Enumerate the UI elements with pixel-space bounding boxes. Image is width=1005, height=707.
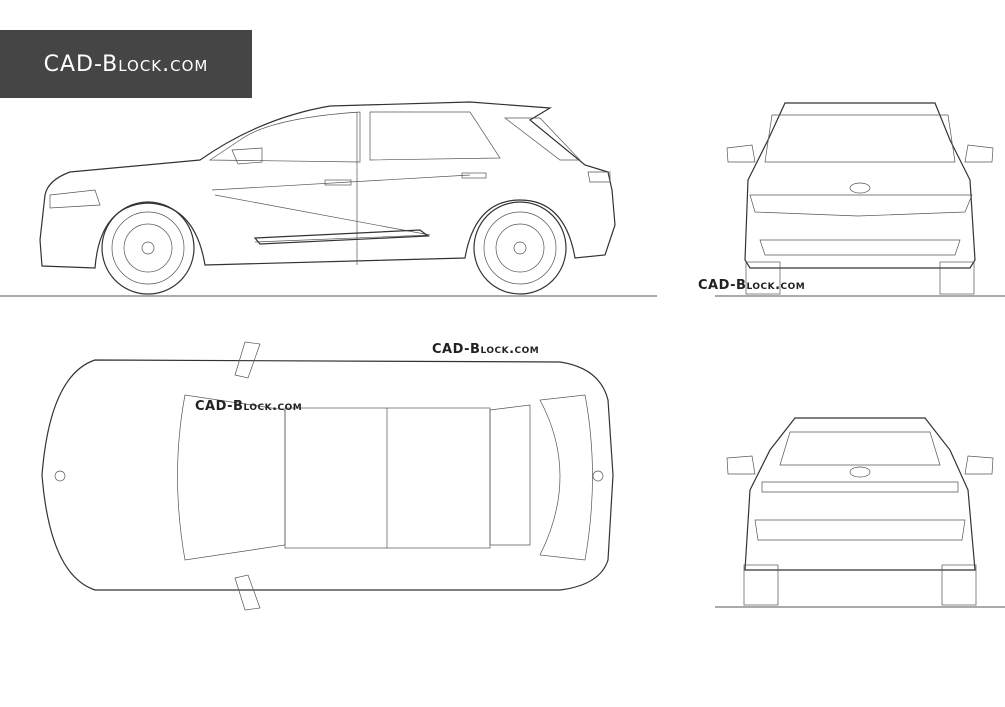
front-right-tire xyxy=(939,261,975,295)
tail-light xyxy=(587,171,611,183)
rear-bumper xyxy=(754,519,966,541)
right-mirror-rear xyxy=(964,455,994,475)
rear-light-bar xyxy=(761,481,959,493)
side-crease xyxy=(214,194,431,243)
front-light-bar xyxy=(749,194,973,217)
front-door-handle xyxy=(324,179,352,186)
side-view xyxy=(0,101,657,297)
front-bumper xyxy=(759,239,961,256)
site-logo-banner[interactable]: CAD-Block.com xyxy=(0,30,252,98)
rear-window xyxy=(369,111,501,161)
rear-body-outline xyxy=(744,417,976,571)
character-line xyxy=(211,174,471,191)
rear-wheel xyxy=(473,201,567,295)
rear-emblem xyxy=(849,466,871,478)
watermark: CAD-Block.com xyxy=(432,342,539,357)
headlight xyxy=(49,189,101,209)
rear-left-tire xyxy=(743,564,779,606)
brand-emblem xyxy=(849,182,871,194)
front-view: CAD-Block.com xyxy=(698,102,1005,297)
side-trim xyxy=(253,229,430,245)
rear-right-tire xyxy=(941,564,977,606)
right-mirror xyxy=(964,144,994,163)
left-mirror-top xyxy=(234,341,261,379)
quarter-window xyxy=(503,117,581,161)
windshield-top xyxy=(177,394,286,561)
right-mirror-top xyxy=(234,574,261,611)
top-body-outline xyxy=(41,359,614,591)
side-mirror xyxy=(231,147,263,165)
glass-roof xyxy=(284,407,491,549)
hood-emblem xyxy=(54,470,66,482)
rear-door-handle xyxy=(461,172,487,179)
front-wheel xyxy=(101,201,195,295)
left-mirror xyxy=(726,144,756,163)
left-mirror-rear xyxy=(726,455,756,475)
front-left-tire xyxy=(745,261,781,295)
rear-window xyxy=(779,431,941,466)
rear-glass-top xyxy=(489,404,531,546)
site-logo-text: CAD-Block.com xyxy=(43,51,209,77)
watermark: CAD-Block.com xyxy=(698,278,805,293)
rear-view xyxy=(715,417,1005,608)
watermark: CAD-Block.com xyxy=(195,399,302,414)
rear-emblem xyxy=(592,470,604,482)
front-window xyxy=(208,111,361,163)
windshield xyxy=(764,114,956,163)
front-body-outline xyxy=(744,102,976,269)
top-view: CAD-Block.com CAD-Block.com xyxy=(41,341,614,611)
tailgate-top xyxy=(539,394,593,561)
side-body-outline xyxy=(39,101,616,269)
